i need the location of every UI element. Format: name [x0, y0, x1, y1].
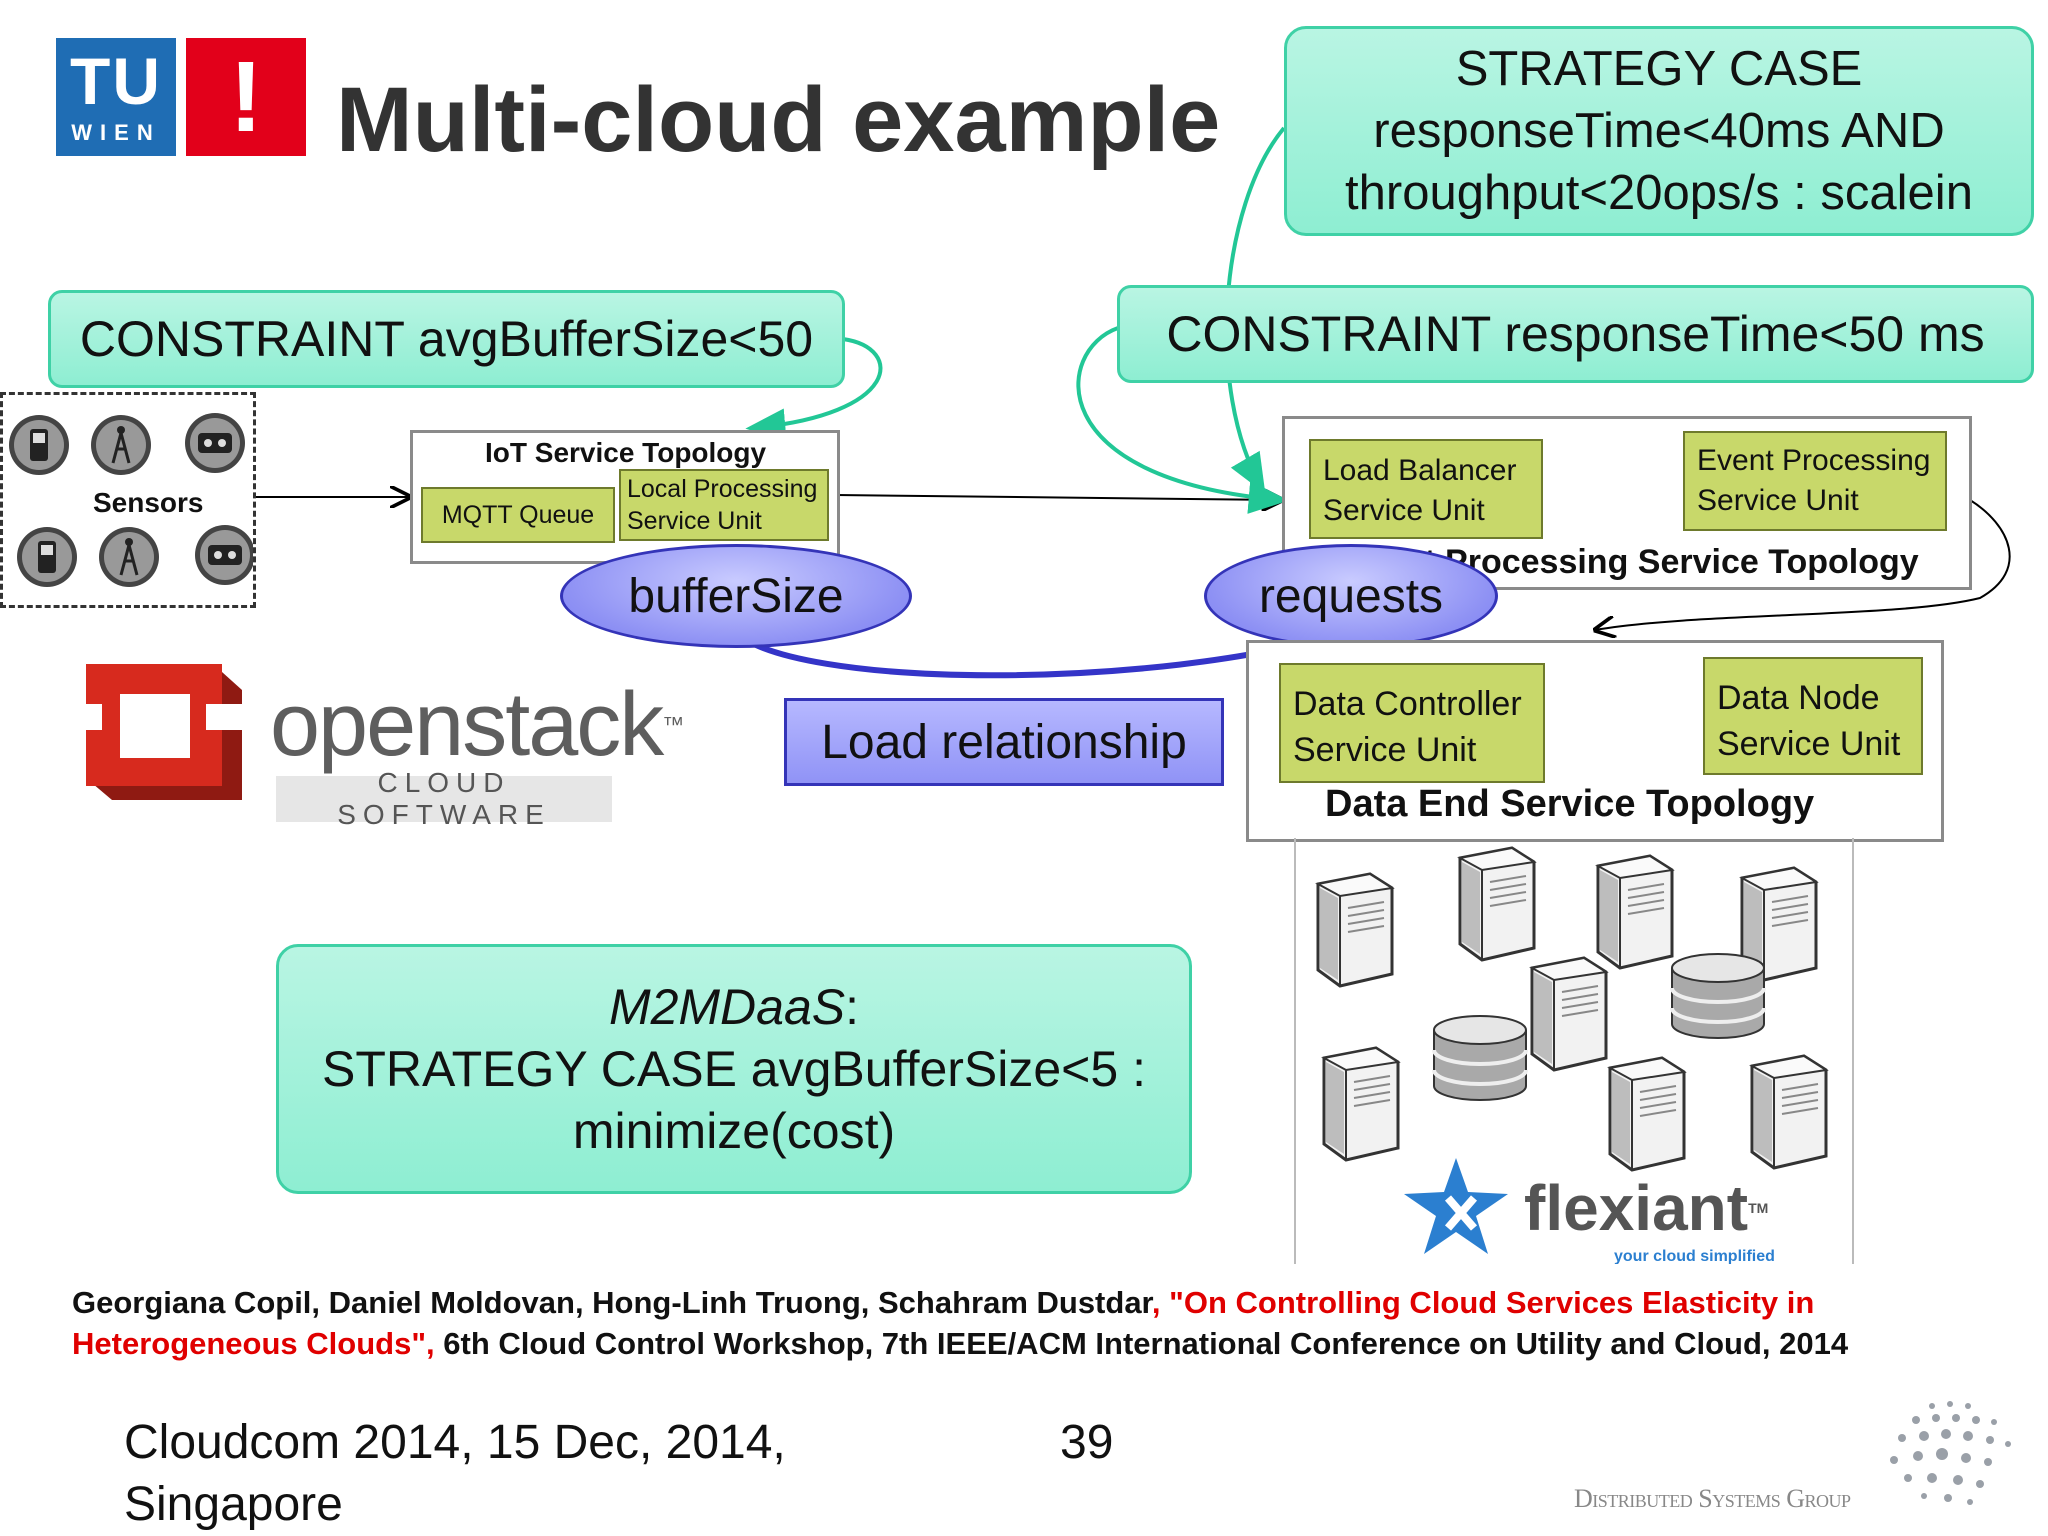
- server-icon: [1596, 854, 1674, 970]
- exclamation-logo-block: !: [186, 38, 306, 156]
- footer-event: Cloudcom 2014, 15 Dec, 2014, Singapore: [124, 1412, 786, 1536]
- slide-number: 39: [1060, 1416, 1114, 1469]
- iot-service-topology: IoT Service Topology MQTT Queue Local Pr…: [410, 430, 840, 564]
- sensors-label: Sensors: [93, 487, 204, 518]
- flexiant-name: flexiant: [1524, 1172, 1749, 1244]
- server-icon: [1322, 1046, 1400, 1162]
- local-processing-unit: Local Processing Service Unit: [619, 469, 829, 541]
- event-processing-unit: Event Processing Service Unit: [1683, 431, 1947, 531]
- dsg-wordmark: Distributed Systems Group: [1574, 1484, 1851, 1513]
- data-end-topology: Data Controller Service Unit Data Node S…: [1246, 640, 1944, 842]
- m2mdaas-colon: :: [845, 979, 860, 1035]
- local-processing-line-1: Local Processing: [627, 475, 818, 503]
- data-end-topology-title: Data End Service Topology: [1325, 783, 1815, 825]
- data-controller-unit: Data Controller Service Unit: [1279, 663, 1545, 783]
- phone-sensor-icon: [9, 415, 69, 475]
- m2mdaas-strategy-box: M2MDaaS: STRATEGY CASE avgBufferSize<5 :…: [276, 944, 1192, 1194]
- sensor-icons: [9, 413, 253, 587]
- mqtt-queue-unit: MQTT Queue: [421, 487, 615, 543]
- m2mdaas-name: M2MDaaS: [608, 979, 846, 1035]
- page-title: Multi-cloud example: [336, 69, 1221, 171]
- server-icon: [1316, 872, 1394, 988]
- arrow-event-to-data: [1595, 499, 2011, 630]
- strategy-line-2: responseTime<40ms AND: [1373, 104, 1945, 158]
- openstack-logo: openstack™ CLOUD SOFTWARE: [72, 650, 684, 830]
- data-controller-line-1: Data Controller: [1293, 685, 1522, 723]
- tu-letters: TU: [70, 44, 162, 118]
- database-icon: [1670, 952, 1766, 1040]
- openstack-subtitle: CLOUD SOFTWARE: [276, 767, 612, 830]
- antenna-sensor-icon: [99, 527, 159, 587]
- flexiant-tagline: your cloud simplified: [1614, 1248, 1775, 1264]
- load-relationship-text: Load relationship: [821, 715, 1187, 769]
- exclamation-mark: !: [229, 41, 263, 153]
- load-balancer-unit: Load Balancer Service Unit: [1309, 439, 1543, 539]
- openstack-name: openstack: [270, 675, 664, 775]
- m2mdaas-line-3: minimize(cost): [572, 1103, 896, 1159]
- data-controller-line-2: Service Unit: [1293, 731, 1477, 769]
- flexiant-tm: TM: [1748, 1200, 1769, 1216]
- wien-letters: WIEN: [71, 120, 161, 145]
- footer-event-line-1: Cloudcom 2014, 15 Dec, 2014,: [124, 1416, 786, 1469]
- citation-comma: ,: [1151, 1285, 1161, 1320]
- tu-wien-logo: TU WIEN !: [56, 38, 306, 158]
- citation-paper-title: "On Controlling Cloud Services Elasticit…: [72, 1285, 1815, 1361]
- openstack-cube-icon: [72, 664, 250, 800]
- constraint-response-box: CONSTRAINT responseTime<50 ms: [1117, 285, 2034, 383]
- constraint-buffer-box: CONSTRAINT avgBufferSize<50: [48, 290, 845, 388]
- flexiant-star-icon: [1404, 1158, 1508, 1254]
- m2mdaas-line-2: STRATEGY CASE avgBufferSize<5 :: [322, 1041, 1146, 1097]
- flexiant-wordmark: flexiantTM: [1524, 1176, 1768, 1240]
- load-balancer-line-1: Load Balancer: [1323, 454, 1517, 487]
- buffer-size-label: bufferSize: [628, 569, 844, 623]
- citation-venue: 6th Cloud Control Workshop, 7th IEEE/ACM…: [434, 1326, 1849, 1361]
- local-processing-line-2: Service Unit: [627, 507, 762, 535]
- openstack-wordmark: openstack™: [270, 680, 684, 770]
- footer-event-line-2: Singapore: [124, 1478, 343, 1531]
- data-node-line-2: Service Unit: [1717, 725, 1901, 763]
- device-sensor-icon: [195, 525, 253, 585]
- tu-logo-block: TU WIEN: [56, 38, 176, 156]
- device-sensor-icon: [185, 413, 245, 473]
- openstack-subtitle-text: CLOUD SOFTWARE: [337, 767, 551, 830]
- buffer-size-metric: bufferSize: [560, 544, 912, 648]
- citation: Georgiana Copil, Daniel Moldovan, Hong-L…: [72, 1282, 1952, 1364]
- data-node-unit: Data Node Service Unit: [1703, 657, 1923, 775]
- m2mdaas-line-1: M2MDaaS:: [609, 976, 859, 1038]
- requests-label: requests: [1258, 569, 1444, 623]
- phone-sensor-icon: [17, 527, 77, 587]
- strategy-case-box: STRATEGY CASE responseTime<40ms AND thro…: [1284, 26, 2034, 236]
- dsg-logo-icon: [1890, 1401, 2011, 1505]
- server-icon: [1458, 846, 1536, 962]
- antenna-sensor-icon: [91, 415, 151, 475]
- constraint-response-text: CONSTRAINT responseTime<50 ms: [1166, 306, 1985, 362]
- strategy-line-1: STRATEGY CASE: [1455, 42, 1863, 96]
- data-node-line-1: Data Node: [1717, 679, 1880, 717]
- load-relationship-label-box: Load relationship: [784, 698, 1224, 786]
- strategy-line-3: throughput<20ops/s : scalein: [1345, 166, 1973, 220]
- openstack-tm: ™: [662, 712, 684, 737]
- arrow-iot-to-event: [835, 495, 1282, 500]
- event-processing-line-1: Event Processing: [1697, 444, 1931, 477]
- teal-link-constraint-left: [745, 337, 883, 442]
- teal-link-constraint-right: [1076, 326, 1289, 514]
- requests-metric: requests: [1204, 544, 1498, 648]
- sensors-group: Sensors: [0, 392, 256, 608]
- citation-authors: Georgiana Copil, Daniel Moldovan, Hong-L…: [72, 1285, 1152, 1320]
- load-balancer-line-2: Service Unit: [1323, 494, 1485, 527]
- event-processing-line-2: Service Unit: [1697, 484, 1859, 517]
- server-icon: [1608, 1056, 1686, 1172]
- iot-topology-title: IoT Service Topology: [485, 437, 767, 468]
- constraint-buffer-text: CONSTRAINT avgBufferSize<50: [79, 311, 814, 367]
- mqtt-queue-label: MQTT Queue: [441, 500, 595, 529]
- server-icon: [1530, 956, 1608, 1072]
- server-cluster-image: flexiantTM your cloud simplified: [1294, 838, 1854, 1264]
- server-icon: [1750, 1054, 1828, 1170]
- database-icon: [1432, 1014, 1528, 1102]
